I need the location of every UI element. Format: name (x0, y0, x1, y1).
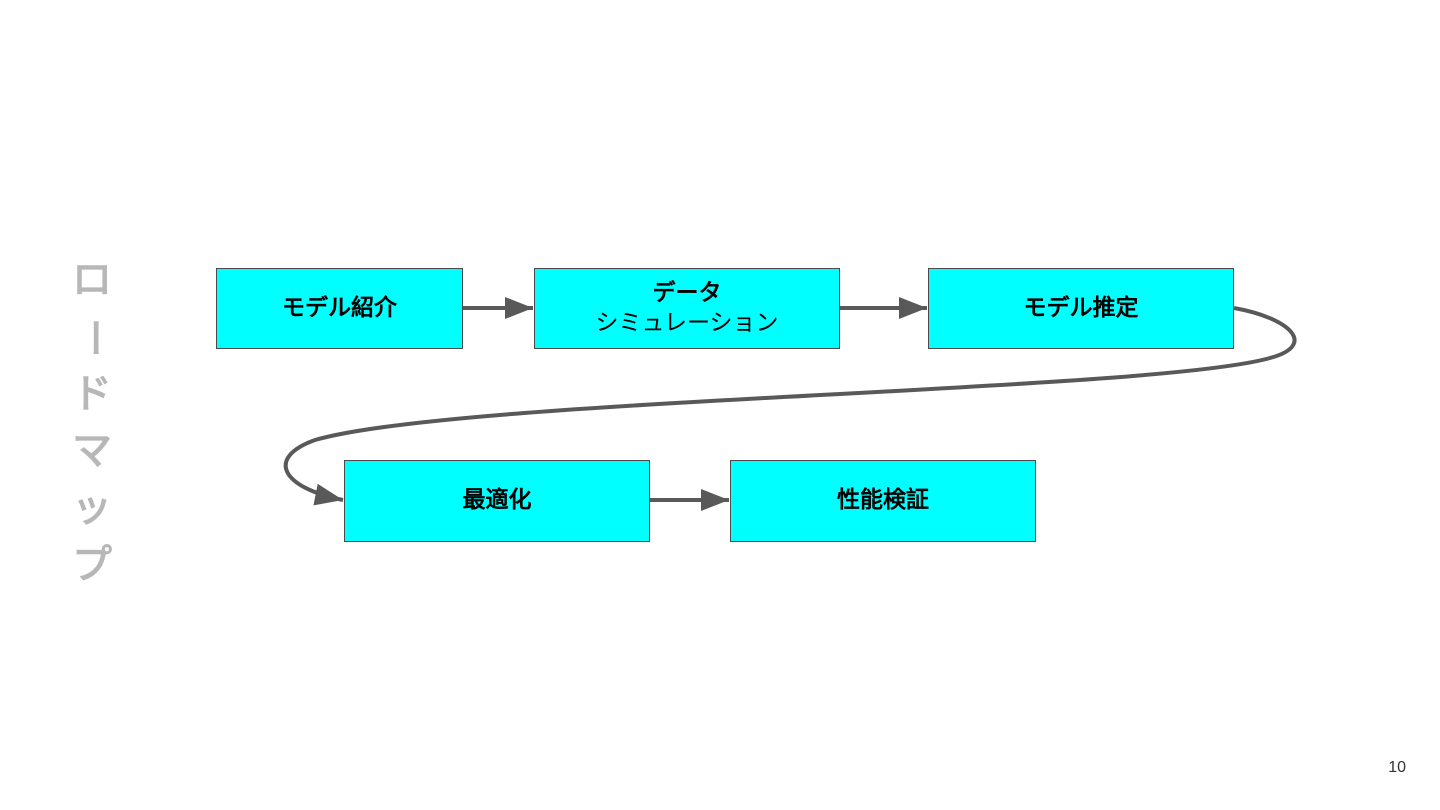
step-label: モデル推定 (1023, 294, 1139, 321)
step-optimization: 最適化 (344, 460, 650, 542)
step-model-intro: モデル紹介 (216, 268, 463, 349)
step-label: モデル紹介 (282, 294, 397, 321)
title-char: ロ (72, 257, 112, 303)
title-char: ー (69, 317, 116, 358)
title-char: ド (72, 371, 112, 417)
title-char: ッ (72, 485, 112, 531)
page-number: 10 (1388, 759, 1406, 776)
step-label: 性能検証 (837, 487, 929, 514)
step-label: 最適化 (462, 487, 532, 514)
title-char: マ (72, 428, 112, 474)
title-char: プ (72, 542, 112, 588)
step-model-estimation: モデル推定 (928, 268, 1234, 349)
step-performance-validation: 性能検証 (730, 460, 1036, 542)
step-label: データ (652, 279, 722, 306)
step-data-simulation: データ シミュレーション (534, 268, 840, 349)
step-label-line2: シミュレーション (595, 309, 779, 336)
slide-title: ロ ー ド マ ッ プ (52, 252, 132, 594)
arrow-model-estimation-to-optimization (283, 306, 1297, 506)
